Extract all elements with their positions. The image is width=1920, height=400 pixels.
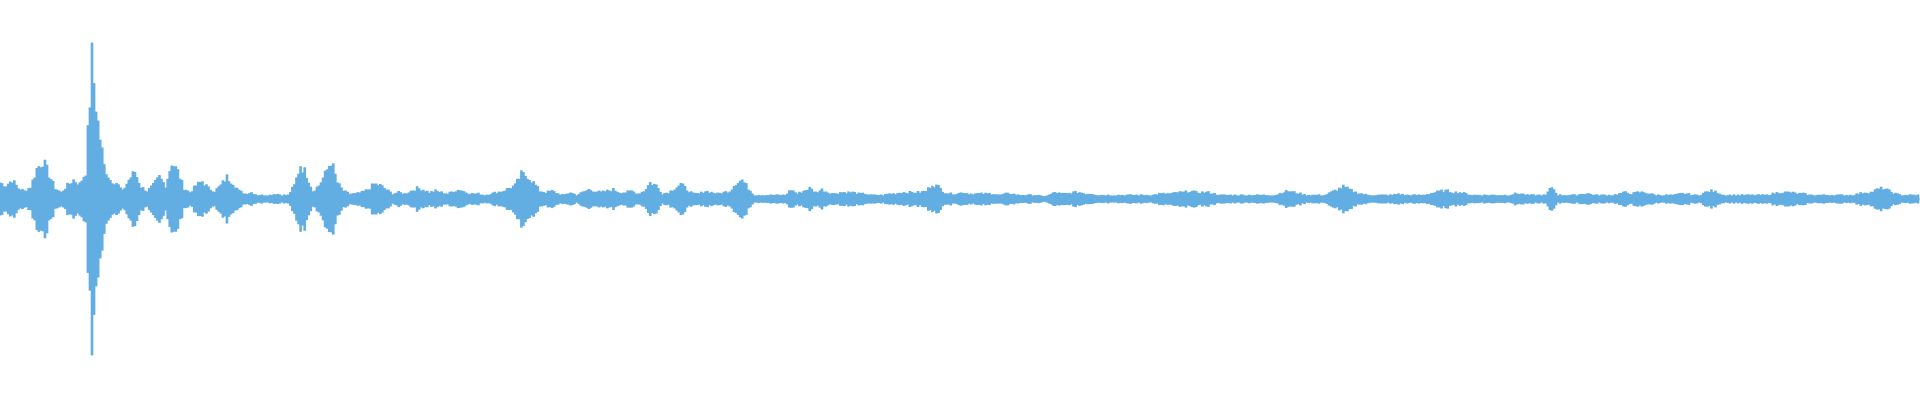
waveform-samples: [0, 42, 1920, 356]
